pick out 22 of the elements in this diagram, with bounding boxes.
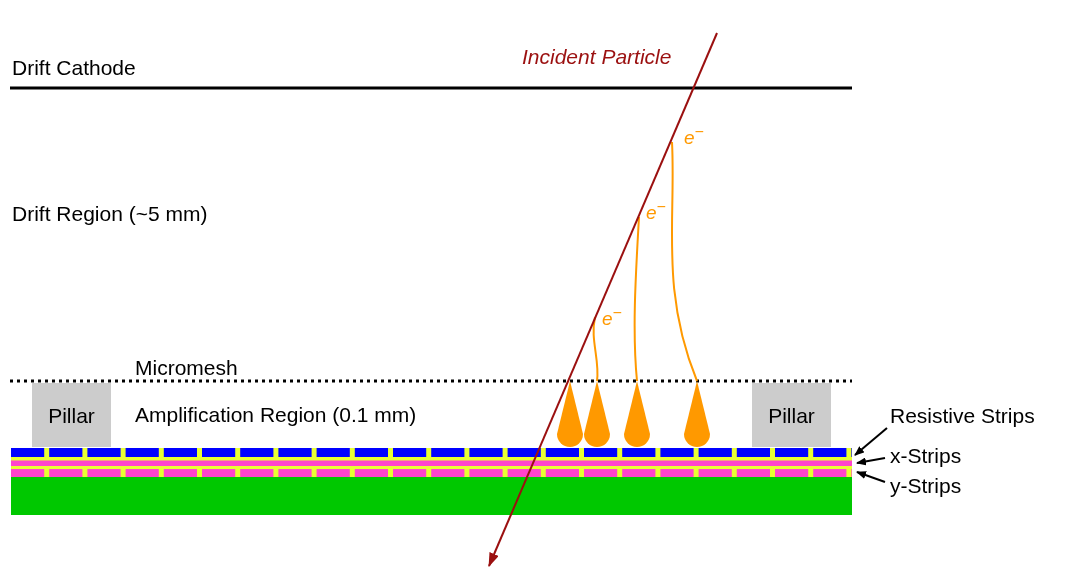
pillar-label: Pillar [767, 405, 816, 426]
caption-text: Incident Particle [522, 46, 672, 67]
caption-text: Drift Cathode [12, 57, 136, 78]
pillar-block [32, 383, 111, 447]
leader-label: x-Strips [890, 445, 962, 466]
electron-label: e$^{−}$ [684, 124, 704, 148]
caption-text: Micromesh [135, 357, 238, 378]
substrate-layer [11, 477, 852, 515]
resistive-strip-layer [11, 448, 852, 460]
caption-text: Amplification Region (0.1 mm) [135, 404, 417, 425]
electron-label: e$^{−}$ [646, 199, 666, 223]
leader-arrow [856, 457, 886, 466]
leader-arrow [854, 427, 888, 456]
pillar-block [752, 383, 831, 447]
leader-label: Resistive Strips [890, 405, 1035, 426]
leader-label: y-Strips [890, 475, 962, 496]
caption-text: Drift Region (~5 mm) [12, 203, 208, 224]
pillar-label: Pillar [47, 405, 96, 426]
y-strip-layer [11, 467, 852, 477]
leader-arrow [856, 471, 886, 483]
electron-label: e$^{−}$ [602, 305, 622, 329]
x-strip-layer [11, 460, 852, 467]
